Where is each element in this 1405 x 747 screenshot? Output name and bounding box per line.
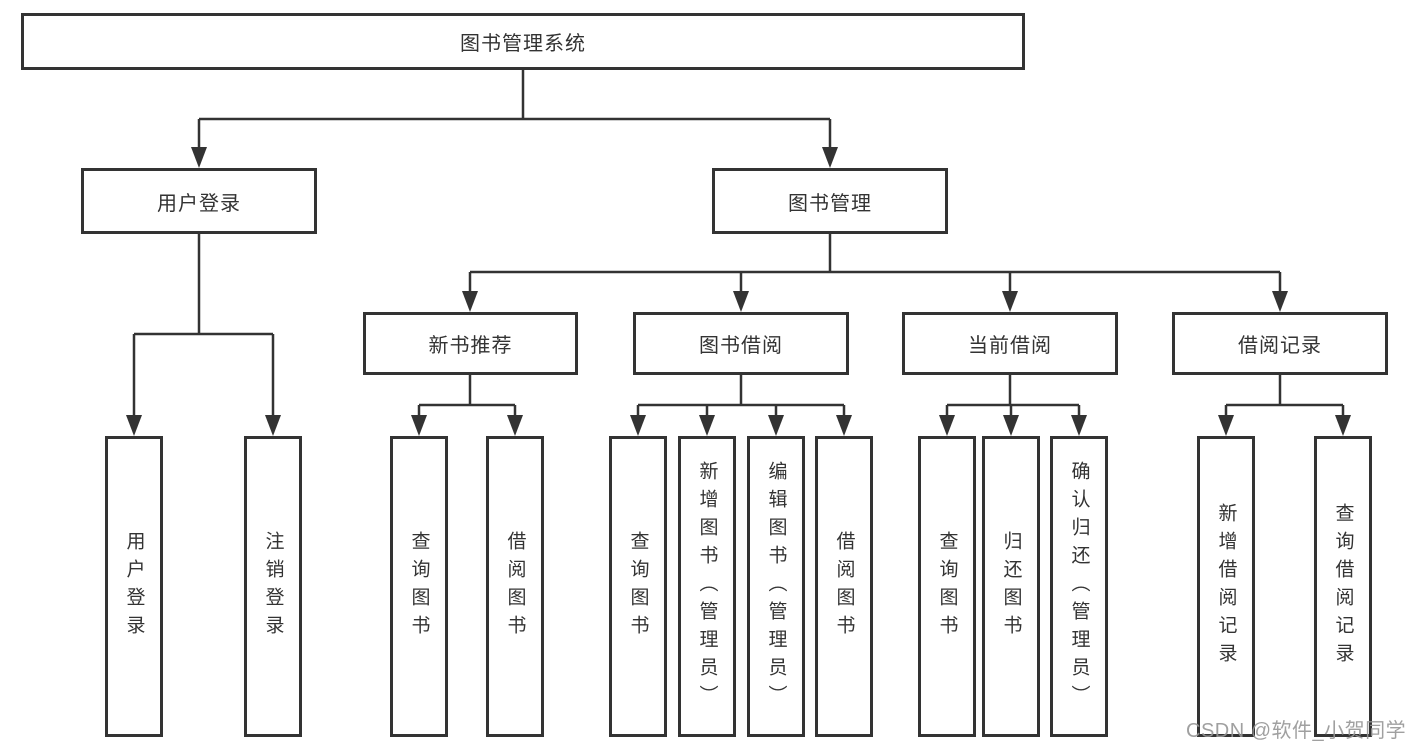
node-book-borrowing-label: 图书借阅 xyxy=(699,335,783,357)
leaf-borrow-books: 借阅图书 xyxy=(815,436,873,737)
node-current-borrowing: 当前借阅 xyxy=(902,312,1118,375)
node-book-borrowing: 图书借阅 xyxy=(633,312,849,375)
arrowheads xyxy=(126,147,1351,436)
leaf-query-books-borrowing: 查询图书 xyxy=(609,436,667,737)
leaf-query-borrow-record-label: 查询借阅记录 xyxy=(1332,502,1354,671)
leaf-logout-label: 注销登录 xyxy=(262,530,284,643)
node-user-login: 用户登录 xyxy=(81,168,317,234)
leaf-user-login: 用户登录 xyxy=(105,436,163,737)
leaf-add-books-admin: 新增图书（管理员） xyxy=(678,436,736,737)
node-new-book-recommend-label: 新书推荐 xyxy=(428,335,513,357)
csdn-watermark: CSDN @软件_小贺同学 xyxy=(1186,720,1405,742)
leaf-query-borrow-record: 查询借阅记录 xyxy=(1314,436,1372,737)
leaf-add-borrow-record-label: 新增借阅记录 xyxy=(1215,502,1237,671)
leaf-borrow-books-recommend: 借阅图书 xyxy=(486,436,544,737)
leaf-user-login-label: 用户登录 xyxy=(123,530,145,643)
leaf-edit-books-admin: 编辑图书（管理员） xyxy=(747,436,805,737)
node-book-management: 图书管理 xyxy=(712,168,948,234)
leaf-add-borrow-record: 新增借阅记录 xyxy=(1197,436,1255,737)
node-borrowing-records: 借阅记录 xyxy=(1172,312,1388,375)
leaf-query-books-recommend-label: 查询图书 xyxy=(408,530,430,643)
leaf-borrow-books-recommend-label: 借阅图书 xyxy=(504,530,526,643)
leaf-confirm-return-admin-label: 确认归还（管理员） xyxy=(1068,460,1090,713)
leaf-return-books-label: 归还图书 xyxy=(1000,530,1022,643)
node-library-system-label: 图书管理系统 xyxy=(460,33,586,55)
leaf-add-books-admin-label: 新增图书（管理员） xyxy=(696,460,718,713)
node-borrowing-records-label: 借阅记录 xyxy=(1238,335,1322,357)
leaf-confirm-return-admin: 确认归还（管理员） xyxy=(1050,436,1108,737)
node-library-system: 图书管理系统 xyxy=(21,13,1025,70)
leaf-edit-books-admin-label: 编辑图书（管理员） xyxy=(765,460,787,713)
leaf-logout: 注销登录 xyxy=(244,436,302,737)
leaf-query-books-current-label: 查询图书 xyxy=(936,530,958,643)
tree-edges xyxy=(132,70,1345,416)
node-book-management-label: 图书管理 xyxy=(788,192,872,215)
leaf-query-books-current: 查询图书 xyxy=(918,436,976,737)
node-current-borrowing-label: 当前借阅 xyxy=(968,335,1052,357)
leaf-query-books-borrowing-label: 查询图书 xyxy=(627,530,649,643)
leaf-return-books: 归还图书 xyxy=(982,436,1040,737)
node-new-book-recommend: 新书推荐 xyxy=(363,312,578,375)
node-user-login-label: 用户登录 xyxy=(157,192,241,215)
leaf-query-books-recommend: 查询图书 xyxy=(390,436,448,737)
leaf-borrow-books-label: 借阅图书 xyxy=(833,530,855,643)
